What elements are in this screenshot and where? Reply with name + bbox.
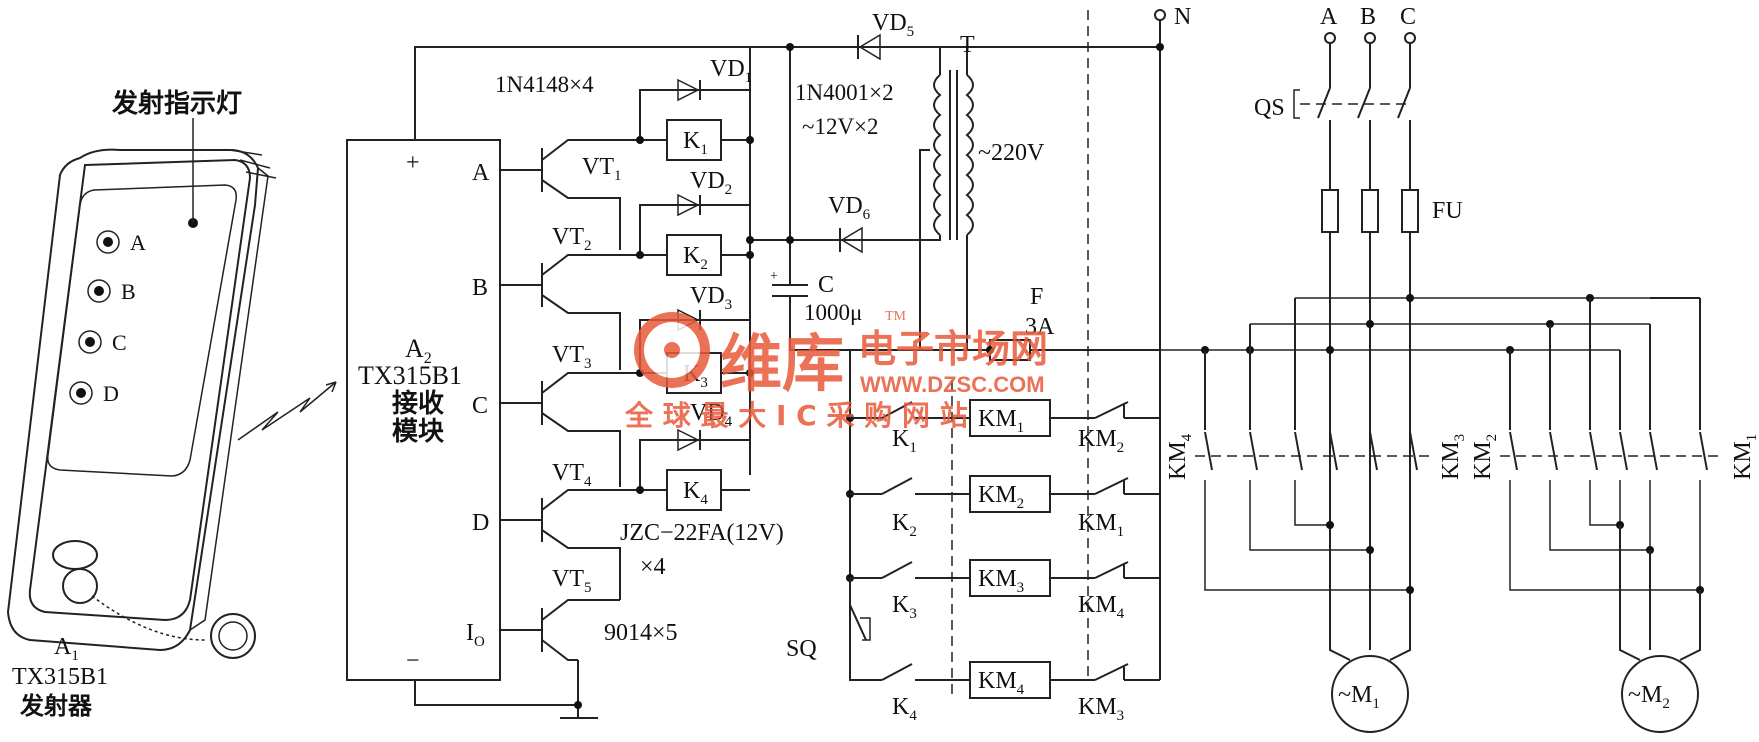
receiver-minus: −	[406, 648, 420, 674]
transmitter-label: 发射器	[19, 692, 93, 720]
pin-c: C	[472, 393, 488, 419]
vd5-label: VD5	[872, 10, 914, 40]
transistor-array: VT1 VT2 VT3 VT4 VT5 9014×5	[500, 139, 678, 661]
watermark-name: 电子市场网	[858, 327, 1048, 371]
km3-interlock-label: KM3	[1078, 694, 1124, 724]
relay-driver-block: K1 K2 K3 K4 VD1 VD2 VD3 VD4 1N4148×4 JZC…	[495, 47, 784, 580]
watermark-tm: TM	[885, 309, 907, 324]
vt1-label: VT1	[582, 154, 622, 184]
k2-contact-label: K2	[892, 510, 917, 540]
vd3-label: VD3	[690, 283, 732, 313]
watermark-brand: 维库	[720, 327, 844, 400]
neutral-label: N	[1174, 4, 1191, 30]
fu-label: FU	[1432, 198, 1463, 224]
secondary-spec: ~12V×2	[802, 114, 879, 139]
pin-b: B	[472, 275, 488, 301]
button-a-label: A	[130, 230, 146, 255]
km4-coil-label: KM4	[978, 668, 1025, 698]
km3-coil-label: KM3	[978, 566, 1024, 596]
receiver-plus: +	[406, 150, 420, 176]
capacitor-spec: 1000μ	[804, 300, 862, 325]
k1-coil-label: K1	[683, 128, 708, 158]
receiver-module: A2 TX315B1 接收 模块 + − A B C D IO	[346, 139, 501, 681]
rectifier-spec: 1N4001×2	[795, 80, 894, 105]
button-d-label: D	[103, 381, 119, 406]
control-ladder: K1 K2 K3 K4 KM1 KM2 KM3 KM4 KM2 KM1 KM4 …	[786, 350, 1160, 724]
button-c-label: C	[112, 330, 127, 355]
capacitor-label: C	[818, 272, 834, 298]
phase-c: C	[1400, 4, 1416, 30]
watermark: 维库 电子市场网 WWW.DZSC.COM 全 球 最 大 I C 采 购 网 …	[624, 309, 1048, 432]
receiver-desc1: 接收	[392, 389, 444, 419]
receiver-name: A2	[405, 334, 432, 367]
watermark-slogan: 全 球 最 大 I C 采 购 网 站	[624, 399, 968, 432]
k2-coil-label: K2	[683, 243, 708, 273]
relay-spec-1: JZC−22FA(12V)	[620, 520, 784, 546]
vt2-label: VT2	[552, 224, 592, 254]
transformer-label: T	[960, 32, 975, 58]
transmitter-id: A1	[54, 634, 79, 664]
receiver-desc2: 模块	[392, 417, 444, 447]
k3-contact-label: K3	[892, 592, 917, 622]
transmitter-model: TX315B1	[12, 664, 108, 690]
diode-spec: 1N4148×4	[495, 72, 594, 97]
vd1-label: VD1	[710, 56, 752, 86]
watermark-url: WWW.DZSC.COM	[860, 372, 1045, 397]
motor1-label: ~M1	[1338, 682, 1380, 712]
receiver-model: TX315B1	[358, 361, 462, 390]
vt3-label: VT3	[552, 342, 592, 372]
mains-circuit: A B C QS FU ~M1 KM4	[1160, 4, 1759, 733]
radio-link-icon	[237, 381, 337, 441]
transistor-spec: 9014×5	[604, 620, 678, 646]
km2-coil-label: KM2	[978, 482, 1024, 512]
phase-a: A	[1320, 4, 1338, 30]
fuse-spec: 3A	[1025, 314, 1055, 340]
qs-label: QS	[1254, 95, 1285, 121]
km3-power-label: KM3	[1438, 434, 1468, 480]
k4-contact-label: K4	[892, 694, 917, 724]
k4-coil-label: K4	[683, 478, 708, 508]
vt5-label: VT5	[552, 566, 592, 596]
km4-interlock-label: KM4	[1078, 592, 1125, 622]
k1-contact-label: K1	[892, 426, 917, 456]
km4-power-label: KM4	[1165, 433, 1195, 480]
capacitor-plus: +	[770, 269, 778, 284]
km1-coil-label: KM1	[978, 406, 1024, 436]
vd2-label: VD2	[690, 168, 732, 198]
fuse-label: F	[1030, 284, 1043, 310]
vd4-label: VD4	[690, 400, 733, 430]
pin-d: D	[472, 510, 489, 536]
pin-a: A	[472, 160, 490, 186]
relay-spec-2: ×4	[640, 554, 666, 580]
primary-voltage: ~220V	[978, 140, 1045, 166]
km2-interlock-label: KM2	[1078, 426, 1124, 456]
phase-b: B	[1360, 4, 1376, 30]
km1-power-label: KM1	[1730, 434, 1759, 480]
transmitter: 发射指示灯 A B C D A1 TX315B1 发射器	[6, 88, 277, 720]
power-supply: VD5 VD6 1N4001×2 ~12V×2 T ~220V C + 1000…	[746, 4, 1191, 680]
km2-power-label: KM2	[1470, 434, 1500, 480]
sq-label: SQ	[786, 636, 817, 662]
km1-interlock-label: KM1	[1078, 510, 1124, 540]
indicator-label: 发射指示灯	[111, 88, 242, 119]
pin-io: IO	[466, 620, 485, 650]
button-b-label: B	[121, 279, 136, 304]
vt4-label: VT4	[552, 460, 592, 490]
motor2-label: ~M2	[1628, 682, 1670, 712]
vd6-label: VD6	[828, 193, 871, 223]
